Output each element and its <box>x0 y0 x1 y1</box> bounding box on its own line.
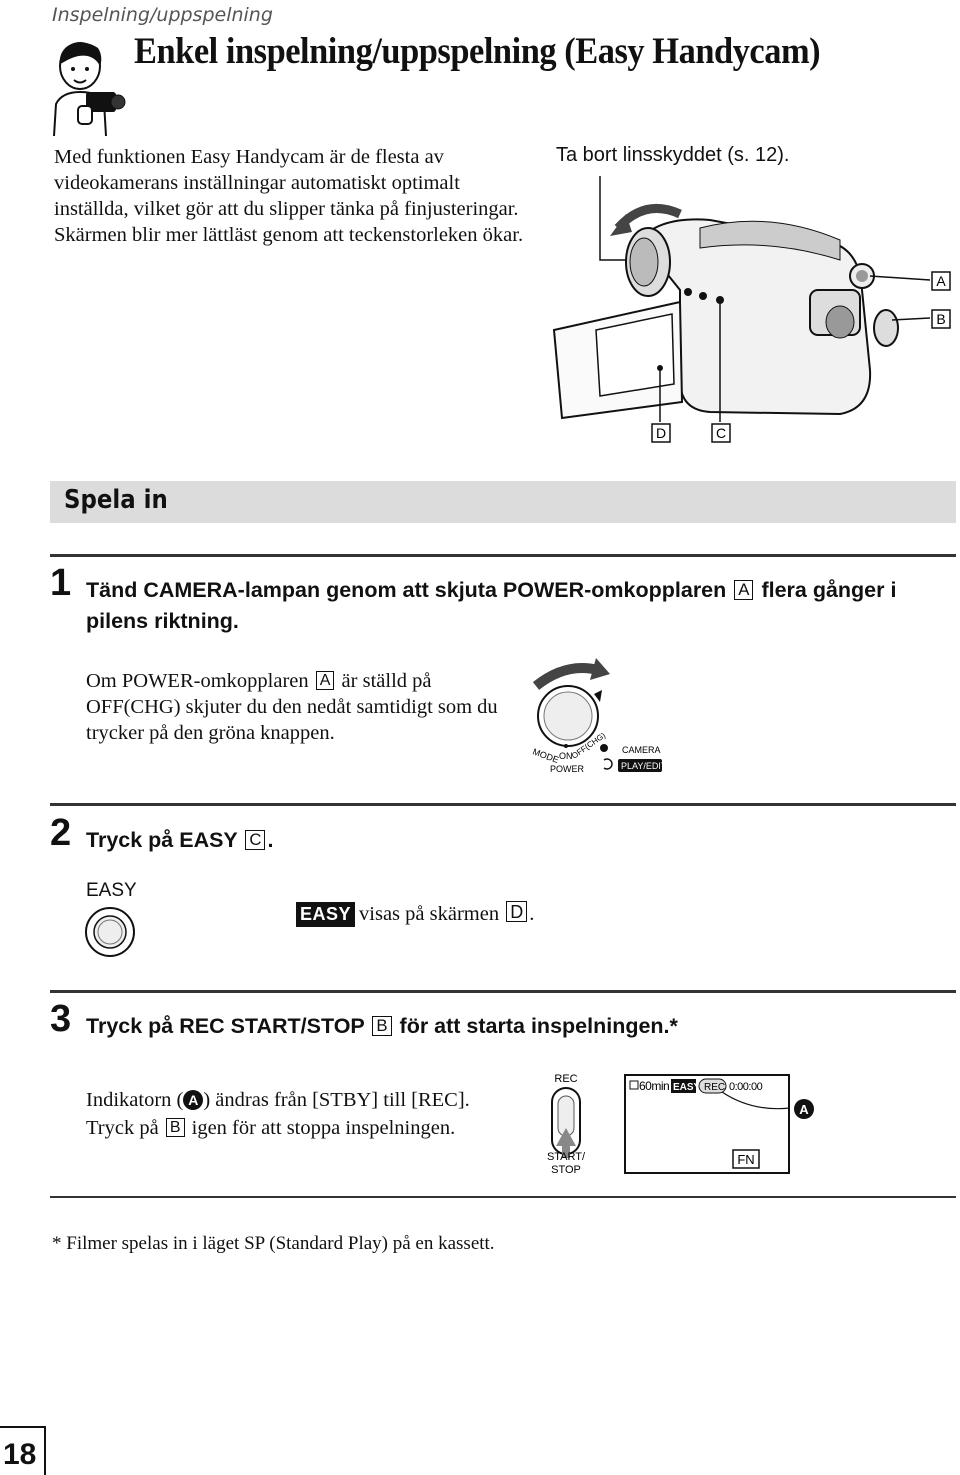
step-2-number: 2 <box>50 812 72 854</box>
cassette-icon <box>629 1080 639 1090</box>
divider <box>50 1196 956 1198</box>
screen-fn-button: FN <box>737 1152 754 1167</box>
step-2-result: EASY visas på skärmen D. <box>296 901 534 927</box>
screen-rec-indicator: REC <box>704 1082 725 1093</box>
step-1-note-text: Om POWER-omkopplaren <box>86 670 309 692</box>
easy-indicator-badge: EASY <box>296 902 356 927</box>
page-title: Enkel inspelning/uppspelning (Easy Handy… <box>134 31 821 72</box>
rec-button-top-label: REC <box>554 1073 577 1085</box>
step-3-text: Tryck på REC START/STOP <box>86 1014 365 1038</box>
key-c: C <box>245 830 266 850</box>
divider <box>50 803 956 806</box>
power-switch-illustration: MODE ON OFF(CHG) POWER CAMERA PLAY/EDIT <box>531 658 667 774</box>
section-label: Inspelning/uppspelning <box>52 4 273 26</box>
page-number-bar <box>44 1426 46 1475</box>
screen-timecode: 0:00:00 <box>729 1081 763 1093</box>
step-3-note-line2-after: igen för att stoppa inspelningen. <box>191 1117 456 1139</box>
step-3-text-after: för att starta inspelningen.* <box>399 1014 678 1038</box>
callout-b: B <box>936 311 945 327</box>
step-3-note: Indikatorn (A) ändras från [STBY] till [… <box>86 1087 546 1141</box>
callout-b-box <box>931 309 951 329</box>
step-1-text: Tänd CAMERA-lampan genom att skjuta POWE… <box>86 578 727 602</box>
dial-power-label: POWER <box>550 764 585 774</box>
rec-button-bottom-label-1: START/ <box>547 1151 586 1163</box>
key-b: B <box>165 1118 185 1137</box>
step-3-note-line2: Tryck på <box>86 1117 159 1139</box>
dial-mode-label: MODE <box>531 746 560 765</box>
callout-c: C <box>716 425 726 441</box>
remove-lens-cap-caption: Ta bort linsskyddet (s. 12). <box>556 144 790 166</box>
easy-button-label: EASY <box>86 880 137 901</box>
easy-button-icon <box>85 907 135 957</box>
step-2-text: Tryck på EASY <box>86 828 238 852</box>
key-d: D <box>506 901 528 922</box>
section-title: Spela in <box>64 485 168 515</box>
rec-button-bottom-label-2: STOP <box>551 1164 581 1176</box>
indicator-marker-a: A <box>183 1090 204 1110</box>
callout-a: A <box>936 273 946 289</box>
step-3-note-line1-after: ) ändras från [STBY] till [REC]. <box>203 1089 470 1111</box>
step-3-instruction: Tryck på REC START/STOP B för att starta… <box>86 1011 936 1042</box>
step-1-number: 1 <box>50 562 72 604</box>
camera-lamp-label: CAMERA <box>622 745 661 755</box>
step-3-note-line1: Indikatorn ( <box>86 1089 184 1111</box>
step-2-note-text: visas på skärmen <box>359 903 500 925</box>
step-1-instruction: Tänd CAMERA-lampan genom att skjuta POWE… <box>86 575 936 637</box>
handycam-person-icon <box>53 42 126 136</box>
page-number-rule <box>0 1426 44 1428</box>
step-1-note: Om POWER-omkopplaren A är ställd på OFF(… <box>86 668 526 746</box>
step-3-number: 3 <box>50 998 72 1040</box>
dial-on-label: ON <box>559 751 573 761</box>
rec-start-stop-button-illustration: REC START/ STOP <box>547 1073 586 1176</box>
divider <box>50 554 956 557</box>
divider <box>50 990 956 993</box>
section-band <box>50 481 956 523</box>
step-1-note-text-after: är ställd på OFF(CHG) skjuter du den ned… <box>86 670 498 744</box>
tape-remaining: 60min <box>639 1079 669 1093</box>
play-edit-lamp-label: PLAY/EDIT <box>621 761 667 771</box>
screen-easy-badge: EASY <box>673 1082 701 1093</box>
key-b: B <box>372 1016 392 1036</box>
lcd-screen-illustration: 60min EASY REC 0:00:00 FN A <box>624 1074 814 1174</box>
screen-marker-a: A <box>799 1102 809 1117</box>
step-2-instruction: Tryck på EASY C. <box>86 828 274 852</box>
callout-d-box <box>651 423 671 443</box>
camcorder-illustration: A B D C <box>552 176 951 443</box>
key-a: A <box>315 671 335 690</box>
step-1-text-after: flera gånger i pilens riktning. <box>86 578 897 633</box>
callout-d: D <box>656 425 666 441</box>
callout-a-box <box>931 271 951 291</box>
callout-c-box <box>711 423 731 443</box>
footnote: * Filmer spelas in i läget SP (Standard … <box>52 1233 495 1254</box>
intro-text: Med funktionen Easy Handycam är de flest… <box>54 146 524 246</box>
key-a: A <box>734 580 754 600</box>
page-number: 18 <box>3 1438 37 1471</box>
